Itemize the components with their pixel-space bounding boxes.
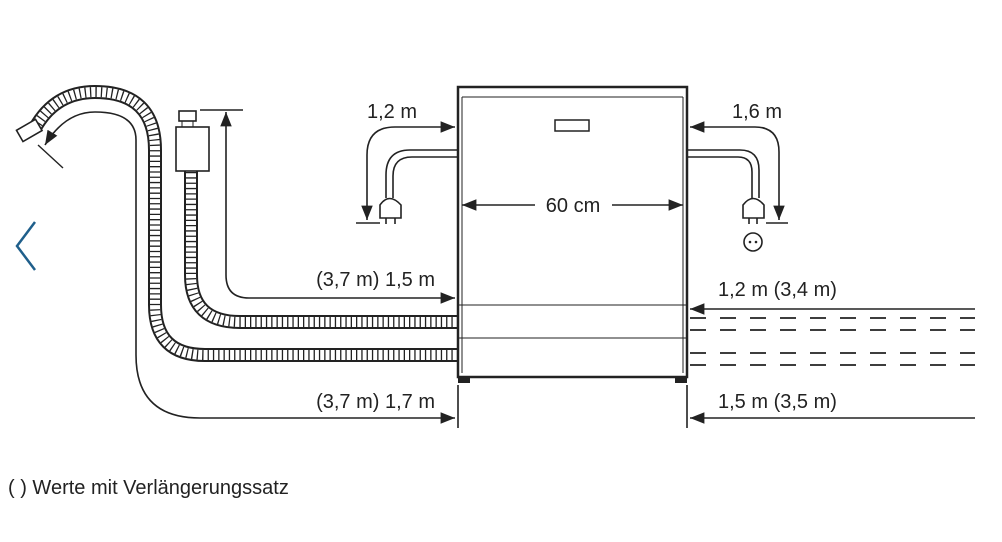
previous-image-button[interactable] [8, 218, 42, 274]
socket-icon [743, 232, 763, 252]
foot-left [458, 377, 470, 383]
drain-length-arrow [44, 111, 455, 424]
power-right-arrow [690, 121, 785, 220]
aquastop-valve [175, 126, 210, 172]
extension-hoses [690, 317, 975, 366]
inlet-right-label: 1,2 m (3,4 m) [718, 279, 837, 301]
power-cord-left [385, 149, 458, 198]
plug-left-icon [379, 197, 402, 219]
power-right-label: 1,6 m [732, 101, 782, 123]
chevron-left-icon [15, 221, 36, 271]
foot-right [675, 377, 687, 383]
power-cord-right [687, 149, 760, 198]
drain-right-label: 1,5 m (3,5 m) [718, 391, 837, 413]
footnote: ( ) Werte mit Verlängerungssatz [8, 477, 289, 499]
control-display [554, 119, 590, 132]
drain-left-label: (3,7 m) 1,7 m [316, 391, 435, 413]
width-label: 60 cm [546, 195, 600, 217]
dishwasher [456, 85, 689, 383]
plug-right-icon [742, 197, 765, 219]
inlet-left-label: (3,7 m) 1,5 m [316, 269, 435, 291]
power-left-label: 1,2 m [367, 101, 417, 123]
power-left-arrow [361, 121, 455, 220]
